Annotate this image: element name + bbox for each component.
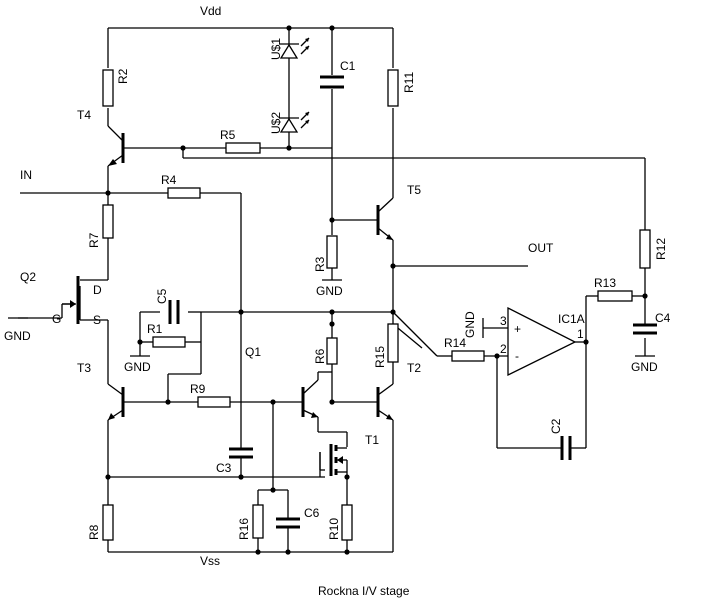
gnd-label-r3: GND [316, 284, 343, 298]
u1-label: U$1 [269, 38, 283, 60]
capacitor-c4 [633, 323, 657, 335]
gnd-label-opamp: GND [463, 311, 477, 338]
c3-label: C3 [216, 461, 232, 475]
t4-label: T4 [77, 108, 91, 122]
resistors [102, 69, 651, 541]
capacitor-c5 [168, 300, 180, 324]
r1-label: R1 [147, 322, 163, 336]
capacitor-c2 [560, 436, 572, 460]
transistor-t4-icon [107, 125, 125, 167]
capacitor-c6 [276, 517, 300, 529]
resistor-r8 [102, 504, 114, 541]
gnd-label-q2: GND [4, 329, 31, 343]
r8-label: R8 [87, 524, 101, 540]
opamp-plus-label: + [514, 322, 521, 336]
resistor-r1 [152, 336, 186, 348]
capacitor-c1 [320, 75, 344, 89]
r12-label: R12 [654, 238, 668, 260]
opamp-minus-label: - [515, 349, 519, 363]
transistor-q1-icon [301, 372, 319, 418]
q1-label: Q1 [245, 345, 261, 359]
resistor-r11 [387, 69, 399, 107]
transistor-t3-icon [107, 383, 125, 421]
vdd-label: Vdd [200, 4, 221, 18]
r7-label: R7 [87, 232, 101, 248]
opamp-pin1-label: 1 [577, 327, 584, 341]
u2-label: U$2 [269, 112, 283, 134]
resistor-r13 [597, 290, 633, 302]
t5-label: T5 [407, 183, 421, 197]
transistors [62, 125, 394, 477]
opamp-pin3-label: 3 [500, 314, 507, 328]
caption: Rockna I/V stage [318, 584, 410, 598]
resistor-r2 [102, 69, 114, 107]
resistor-r12 [639, 229, 651, 269]
out-label: OUT [528, 241, 554, 255]
r6-label: R6 [313, 348, 327, 364]
resistor-r6 [326, 337, 338, 365]
r14-label: R14 [444, 336, 466, 350]
r15-label: R15 [373, 346, 387, 368]
r13-label: R13 [594, 276, 616, 290]
resistor-r5 [225, 142, 261, 154]
c1-label: C1 [340, 59, 356, 73]
r9-label: R9 [190, 382, 206, 396]
c6-label: C6 [304, 506, 320, 520]
transistor-t1-icon [319, 444, 348, 477]
q2-d-label: D [93, 283, 102, 297]
opamp-ic1a [507, 306, 577, 377]
labels: Vdd Vss IN OUT Rockna I/V stage T4 T5 T3… [4, 4, 671, 598]
led-u1-icon [279, 37, 310, 59]
r4-label: R4 [161, 173, 177, 187]
r2-label: R2 [116, 68, 130, 84]
resistor-r7 [102, 204, 114, 239]
capacitors [168, 75, 657, 529]
capacitor-c3 [229, 447, 253, 459]
r10-label: R10 [327, 518, 341, 540]
c2-label: C2 [549, 418, 563, 434]
r16-label: R16 [237, 518, 251, 540]
t2-label: T2 [407, 361, 421, 375]
resistor-r3 [326, 235, 338, 269]
wires [18, 27, 646, 553]
c4-label: C4 [655, 311, 671, 325]
resistor-r9 [197, 396, 231, 408]
q2-label: Q2 [20, 270, 36, 284]
r11-label: R11 [402, 72, 416, 93]
r5-label: R5 [220, 128, 236, 142]
resistor-r16 [252, 504, 264, 539]
q2-s-label: S [93, 313, 101, 327]
transistor-t5-icon [376, 197, 394, 241]
gnd-label-c4: GND [631, 360, 658, 374]
t3-label: T3 [77, 361, 91, 375]
opamp-triangle-icon [507, 306, 577, 377]
transistor-q2-icon [62, 276, 80, 324]
resistor-r10 [341, 504, 353, 541]
in-label: IN [20, 168, 32, 182]
r3-label: R3 [313, 256, 327, 272]
leds [279, 37, 310, 133]
t1-label: T1 [365, 433, 379, 447]
transistor-t2-icon [376, 383, 394, 421]
junction-dots [105, 25, 648, 555]
resistor-r15 [387, 323, 399, 363]
opamp-pin2-label: 2 [500, 342, 507, 356]
gnd-label-r1: GND [124, 360, 151, 374]
vss-label: Vss [200, 554, 220, 568]
ic1a-label: IC1A [558, 312, 585, 326]
resistor-r14 [451, 350, 485, 362]
resistor-r4 [167, 187, 201, 199]
ground-symbols [8, 279, 655, 357]
q2-g-label: G [52, 312, 61, 326]
led-u2-icon [279, 111, 310, 133]
c5-label: C5 [155, 288, 169, 304]
